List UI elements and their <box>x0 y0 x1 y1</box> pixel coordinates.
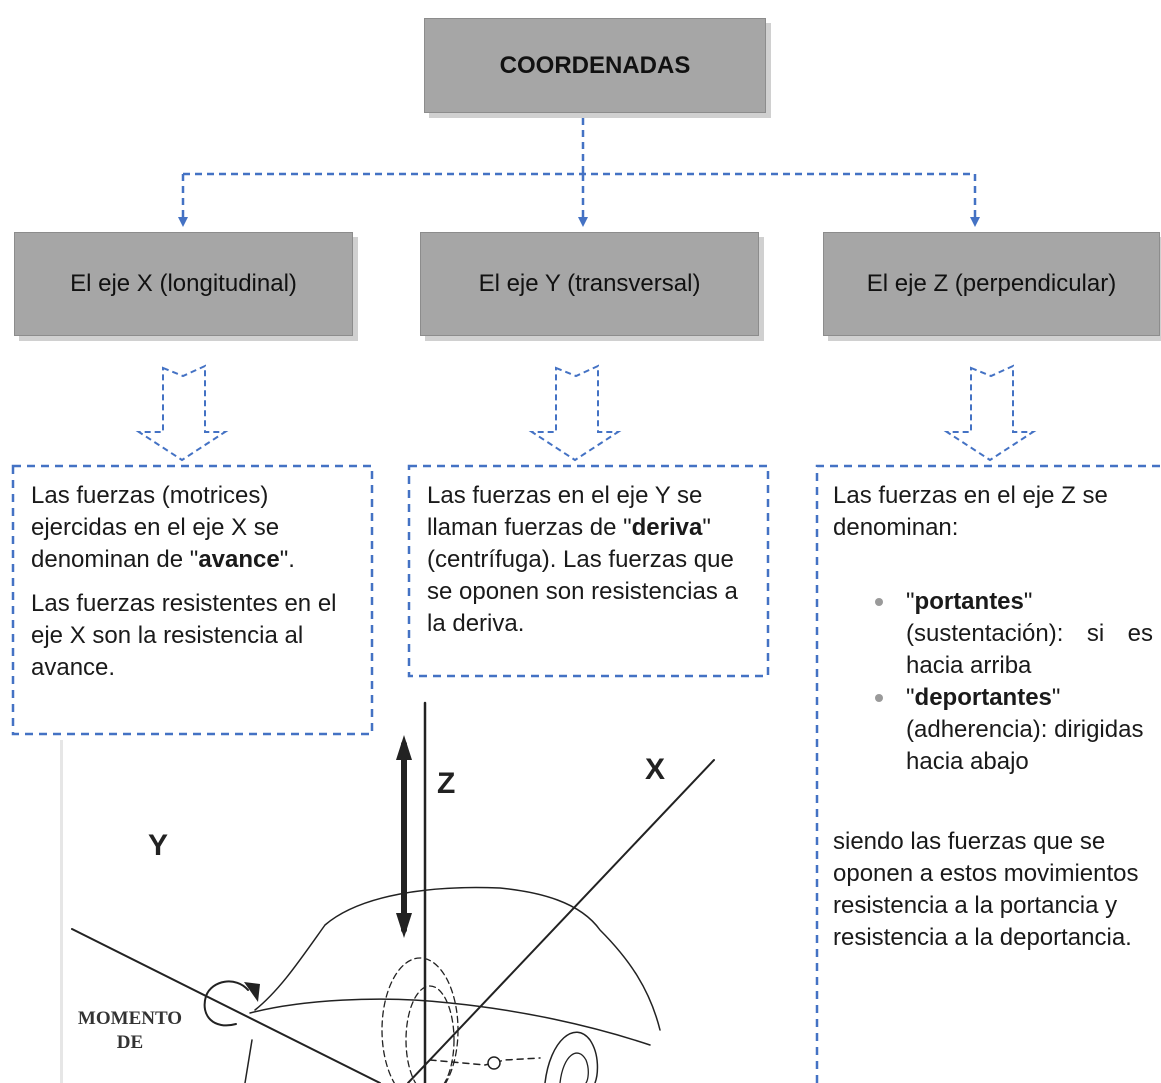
coordinates-title-box: COORDENADAS <box>424 18 766 113</box>
quote-mark: " <box>906 588 915 615</box>
rear-wheel <box>544 1031 599 1083</box>
axis-y-heading: El eje Y (transversal) <box>478 270 701 297</box>
figure-label-z: Z <box>437 767 456 800</box>
x-text-part: ". <box>279 546 295 573</box>
y-paragraph: Las fuerzas en el eje Y se llaman fuerza… <box>427 480 747 640</box>
figure-label-x: X <box>645 753 666 786</box>
axis-z-heading: El eje Z (perpendicular) <box>866 270 1117 297</box>
y-axis-line <box>71 928 381 1083</box>
hollow-arrows <box>135 364 1037 462</box>
x-paragraph-2: Las fuerzas resistentes en el eje X son … <box>31 590 337 681</box>
hollow-arrow-x <box>135 364 229 462</box>
list-item: "deportantes" (adherencia): dirigidas ha… <box>873 682 1153 778</box>
z-force-list: "portantes" (sustentación): si es hacia … <box>833 586 1153 778</box>
y-text-bold: deriva <box>631 514 703 541</box>
hollow-arrow-y <box>528 364 622 462</box>
z-item-rest: " (sustentación): si es hacia arriba <box>906 588 1153 679</box>
car-body <box>244 998 651 1083</box>
hollow-arrow-z <box>943 364 1037 462</box>
coordinates-title: COORDENADAS <box>499 51 691 79</box>
figure-label-momento: MOMENTO <box>77 1008 183 1029</box>
axis-x-heading: El eje X (longitudinal) <box>70 270 297 297</box>
axis-x-box: El eje X (longitudinal) <box>14 232 353 336</box>
car-roof <box>254 886 661 1031</box>
x-text-bold: avance <box>198 546 280 573</box>
quote-mark: " <box>906 684 915 711</box>
axis-z-box: El eje Z (perpendicular) <box>823 232 1160 336</box>
x-paragraph-1: Las fuerzas (motrices) ejercidas en el e… <box>31 480 361 576</box>
axis-x-description: Las fuerzas (motrices) ejercidas en el e… <box>31 480 361 684</box>
figure-label-de: DE <box>116 1032 144 1053</box>
axis-y-description: Las fuerzas en el eje Y se llaman fuerza… <box>427 480 747 640</box>
z-closing: siendo las fuerzas que se oponen a estos… <box>833 828 1139 951</box>
z-item-bold: deportantes <box>914 684 1052 711</box>
front-wheel <box>381 957 459 1083</box>
x-axis-line <box>407 759 715 1083</box>
rotation-arrow-icon <box>203 980 249 1027</box>
y-text-part: Las fuerzas en el eje Y se llaman fuerza… <box>427 482 703 541</box>
x-text-part: Las fuerzas (motrices) ejercidas en el e… <box>31 482 280 573</box>
figure-label-y: Y <box>148 829 169 862</box>
z-item-rest: " (adherencia): dirigidas hacia abajo <box>906 684 1144 775</box>
z-intro: Las fuerzas en el eje Z se denominan: <box>833 482 1108 541</box>
z-item-bold: portantes <box>914 588 1024 615</box>
list-item: "portantes" (sustentación): si es hacia … <box>873 586 1153 682</box>
connector-lines <box>178 118 980 227</box>
axis-y-box: El eje Y (transversal) <box>420 232 759 336</box>
axis-z-description: Las fuerzas en el eje Z se denominan: "p… <box>833 480 1153 954</box>
y-text-part: " (centrífuga). Las fuerzas que se opone… <box>427 514 738 637</box>
